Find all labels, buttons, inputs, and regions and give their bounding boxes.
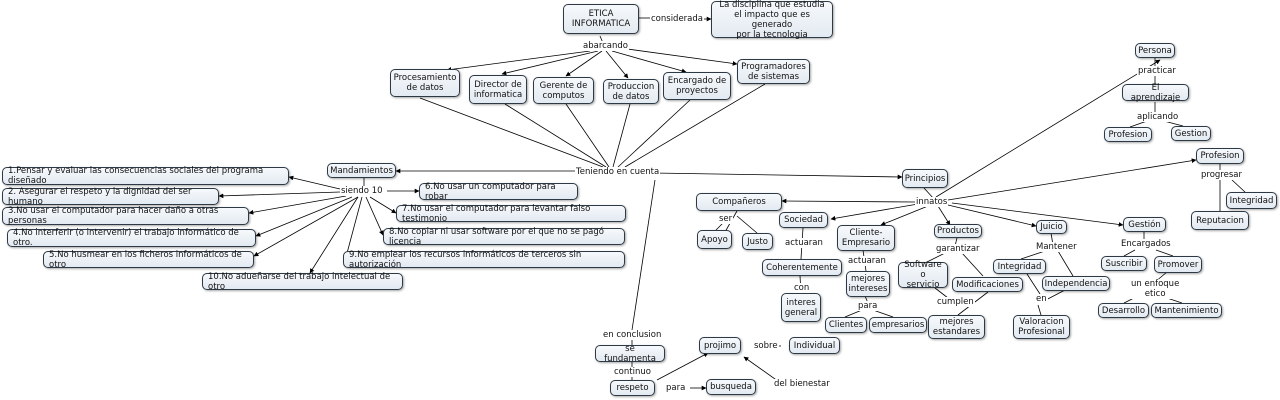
- label-mantener: Mantener: [1035, 242, 1078, 252]
- label-innatos: innatos: [915, 197, 949, 207]
- mantenimiento-node[interactable]: Mantenimiento: [1151, 303, 1222, 318]
- apoyo-node[interactable]: Apoyo: [697, 230, 732, 249]
- label-del-bienestar: del bienestar: [773, 379, 831, 389]
- principios-node[interactable]: Principios: [902, 169, 948, 188]
- justo-node[interactable]: Justo: [742, 233, 773, 250]
- mandamiento-3[interactable]: 3.No usar el computador para hacer daño …: [2, 206, 249, 226]
- mandamiento-1[interactable]: 1.Pensar y evaluar las consecuencias soc…: [2, 166, 289, 186]
- projimo-node[interactable]: projimo: [699, 337, 741, 354]
- profesion-aplicando-node[interactable]: Profesion: [1104, 127, 1152, 142]
- integridad-juicio-node[interactable]: Integridad: [993, 259, 1046, 274]
- mandamiento-6[interactable]: 6.No usar un computador para robar: [419, 182, 578, 202]
- label-con: con: [793, 283, 811, 293]
- mejores-estandares-node[interactable]: mejores estandares: [928, 315, 985, 339]
- programadores-node[interactable]: Programadores de sistemas: [737, 59, 810, 84]
- label-para-respeto: para: [665, 383, 687, 393]
- mandamiento-5[interactable]: 5.No husmear en los ficheros informático…: [43, 250, 254, 270]
- productos-node[interactable]: Productos: [934, 224, 982, 238]
- label-considerada: considerada: [650, 14, 704, 24]
- label-ser: ser: [718, 214, 734, 224]
- mejores-intereses-node[interactable]: mejores intereses: [846, 271, 890, 297]
- companeros-node[interactable]: Compañeros: [696, 193, 782, 211]
- label-actuaran-cliente: actuaran: [847, 256, 887, 266]
- label-enfoque: un enfoque etico: [1130, 279, 1181, 299]
- desarrollo-node[interactable]: Desarrollo: [1098, 303, 1149, 318]
- suscribir-node[interactable]: Suscribir: [1101, 256, 1147, 271]
- label-cumplen: cumplen: [936, 297, 975, 307]
- label-continuo: continuo: [613, 367, 652, 377]
- disciplina-node[interactable]: La disciplina que estudia el impacto que…: [711, 0, 833, 40]
- etica-informatica-node[interactable]: ETICA INFORMATICA: [563, 4, 639, 34]
- label-abarcando: abarcando: [582, 41, 629, 51]
- encargado-node[interactable]: Encargado de proyectos: [663, 72, 731, 100]
- gerente-node[interactable]: Gerente de computos: [533, 77, 594, 104]
- aprendizaje-node[interactable]: El aprendizaje: [1122, 83, 1189, 103]
- label-conclusion: en conclusion: [602, 330, 663, 340]
- produccion-node[interactable]: Produccion de datos: [603, 79, 659, 104]
- integridad-profesion-node[interactable]: Integridad: [1226, 192, 1277, 209]
- label-sobre: sobre: [753, 341, 779, 351]
- interes-general-node[interactable]: interes general: [781, 293, 821, 322]
- independencia-node[interactable]: Independencia: [1042, 276, 1110, 291]
- se-fundamenta-node[interactable]: se fundamenta: [595, 344, 665, 364]
- mandamiento-10[interactable]: 10.No adueñarse del trabajo intelectual …: [202, 272, 403, 292]
- label-actuaran-sociedad: actuaran: [784, 238, 824, 248]
- label-aplicando: aplicando: [1136, 112, 1180, 122]
- persona-node[interactable]: Persona: [1135, 43, 1175, 58]
- reputacion-node[interactable]: Reputacion: [1191, 211, 1249, 230]
- mandamiento-2[interactable]: 2. Asegurar el respeto y la dignidad del…: [2, 187, 219, 207]
- individual-node[interactable]: Individual: [789, 337, 840, 354]
- empresarios-node[interactable]: empresarios: [869, 317, 927, 333]
- mandamiento-4[interactable]: 4.No interferir (o intervenir) el trabaj…: [7, 228, 256, 248]
- procesamiento-node[interactable]: Procesamiento de datos: [390, 69, 460, 97]
- label-teniendo: Teniendo en cuenta: [575, 167, 661, 177]
- mandamiento-8[interactable]: 8.No copiar ni usar software por el que …: [383, 227, 625, 247]
- mandamiento-9[interactable]: 9.No emplear los recursos informáticos d…: [343, 250, 625, 270]
- label-practicar: practicar: [1137, 66, 1177, 76]
- busqueda-node[interactable]: busqueda: [706, 379, 756, 395]
- cliente-empresario-node[interactable]: Cliente- Empresario: [837, 225, 895, 251]
- gestion-node[interactable]: Gestión: [1123, 217, 1166, 232]
- juicio-node[interactable]: Juicio: [1036, 220, 1067, 234]
- label-garantizar: garantizar: [935, 244, 981, 254]
- label-progresar: progresar: [1200, 170, 1243, 180]
- promover-node[interactable]: Promover: [1154, 256, 1202, 273]
- respeto-node[interactable]: respeto: [610, 380, 655, 396]
- sociedad-node[interactable]: Sociedad: [779, 212, 828, 228]
- valoracion-node[interactable]: Valoracion Profesional: [1013, 315, 1070, 339]
- modificaciones-node[interactable]: Modificaciones: [952, 277, 1023, 292]
- gestion-aplicando-node[interactable]: Gestion: [1171, 126, 1211, 141]
- label-para-cliente: para: [857, 301, 879, 311]
- label-siendo: siendo 10: [340, 186, 384, 196]
- label-en-juicio: en: [1035, 294, 1048, 304]
- software-node[interactable]: Software o servicio: [898, 260, 948, 290]
- coherentemente-node[interactable]: Coherentemente: [762, 259, 842, 276]
- profesion-node[interactable]: Profesion: [1196, 148, 1244, 164]
- director-node[interactable]: Director de informatica: [469, 75, 527, 104]
- label-encargados: Encargados: [1120, 239, 1172, 249]
- clientes-node[interactable]: Clientes: [825, 317, 867, 333]
- mandamientos-node[interactable]: Mandamientos: [327, 163, 396, 178]
- mandamiento-7[interactable]: 7.No usar el computador para levantar fa…: [396, 204, 626, 224]
